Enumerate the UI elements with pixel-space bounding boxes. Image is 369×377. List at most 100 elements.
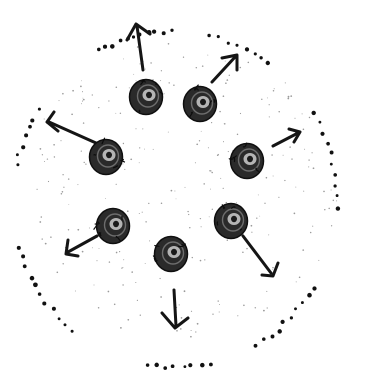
pencil-speck bbox=[310, 232, 312, 234]
pencil-speck bbox=[124, 169, 125, 170]
pencil-speck bbox=[122, 267, 123, 268]
pencil-speck bbox=[290, 95, 292, 97]
pencil-speck bbox=[291, 158, 292, 159]
pencil-speck bbox=[44, 118, 45, 119]
boundary-dot bbox=[326, 142, 330, 146]
boundary-dot bbox=[235, 44, 238, 47]
pencil-speck bbox=[211, 172, 213, 174]
pencil-speck bbox=[161, 70, 162, 71]
arrow-head bbox=[47, 112, 58, 131]
pencil-speck bbox=[168, 43, 170, 45]
pencil-speck bbox=[240, 67, 242, 69]
pencil-speck bbox=[269, 116, 270, 117]
pencil-speck bbox=[268, 234, 269, 235]
pencil-speck bbox=[302, 249, 304, 251]
boundary-dot bbox=[290, 316, 293, 319]
pencil-speck bbox=[328, 208, 330, 210]
pencil-speck bbox=[131, 271, 133, 273]
pencil-speck bbox=[240, 113, 241, 114]
pencil-speck bbox=[59, 100, 60, 101]
ring-icon bbox=[153, 237, 187, 272]
boundary-dot bbox=[262, 337, 266, 341]
boundary-dot bbox=[301, 301, 304, 304]
boundary-dot bbox=[30, 118, 34, 122]
boundary-dot bbox=[97, 48, 101, 52]
pencil-speck bbox=[139, 147, 140, 148]
pencil-speck bbox=[223, 188, 224, 189]
arrow-down-left-icon bbox=[66, 236, 97, 256]
pencil-speck bbox=[264, 203, 265, 204]
boundary-dot bbox=[200, 363, 205, 368]
pencil-speck bbox=[75, 291, 76, 292]
pencil-speck bbox=[140, 315, 141, 316]
boundary-dot bbox=[154, 363, 158, 367]
pencil-speck bbox=[139, 63, 140, 64]
ring-icon bbox=[184, 85, 217, 122]
boundary-dot bbox=[312, 286, 316, 290]
pencil-speck bbox=[195, 162, 196, 163]
pencil-speck bbox=[89, 228, 90, 229]
pencil-speck bbox=[68, 229, 69, 230]
pencil-speck bbox=[80, 86, 82, 88]
pencil-speck bbox=[211, 122, 212, 123]
ring-core bbox=[247, 156, 253, 162]
pencil-speck bbox=[36, 189, 37, 190]
pencil-speck bbox=[123, 143, 124, 144]
pencil-speck bbox=[294, 118, 295, 119]
ring-scribble bbox=[224, 207, 225, 209]
boundary-dot bbox=[23, 264, 27, 268]
ring-icon bbox=[215, 204, 248, 239]
pencil-speck bbox=[61, 193, 63, 195]
pencil-speck bbox=[302, 113, 303, 114]
pencil-speck bbox=[42, 154, 43, 155]
pencil-speck bbox=[197, 323, 199, 325]
pencil-speck bbox=[248, 62, 250, 64]
arrow-shaft bbox=[243, 236, 271, 273]
pencil-speck bbox=[218, 154, 219, 155]
pencil-speck bbox=[251, 232, 252, 233]
ring-icon bbox=[130, 80, 164, 115]
pencil-speck bbox=[142, 128, 143, 129]
pencil-speck bbox=[116, 252, 118, 254]
pencil-speck bbox=[153, 149, 154, 150]
pencil-speck bbox=[256, 218, 257, 219]
pencil-speck bbox=[225, 61, 226, 62]
boundary-dot bbox=[52, 307, 56, 311]
pencil-speck bbox=[148, 203, 149, 204]
pencil-speck bbox=[63, 187, 64, 188]
pencil-speck bbox=[296, 281, 297, 282]
pencil-speck bbox=[308, 159, 309, 160]
pencil-speck bbox=[171, 190, 173, 192]
boundary-dot bbox=[163, 366, 167, 370]
pencil-speck bbox=[71, 113, 73, 115]
pencil-speck bbox=[202, 65, 204, 67]
ring-core bbox=[146, 92, 152, 98]
arrow-shaft bbox=[49, 122, 96, 143]
pencil-speck bbox=[220, 178, 221, 179]
pencil-speck bbox=[207, 55, 208, 56]
pencil-speck bbox=[188, 214, 189, 215]
arrow-shaft bbox=[212, 56, 236, 82]
pencil-speck bbox=[195, 331, 196, 332]
pencil-speck bbox=[229, 75, 230, 76]
boundary-dot bbox=[259, 56, 262, 59]
pencil-speck bbox=[261, 99, 262, 100]
pencil-speck bbox=[145, 263, 146, 264]
pencil-speck bbox=[223, 141, 224, 142]
pencil-speck bbox=[122, 164, 123, 165]
boundary-dot bbox=[16, 153, 19, 156]
pencil-speck bbox=[287, 98, 289, 100]
boundary-dot bbox=[16, 163, 19, 166]
pencil-speck bbox=[237, 134, 238, 135]
velocity-arrows bbox=[47, 24, 300, 328]
pencil-speck bbox=[278, 197, 279, 198]
pencil-speck bbox=[139, 213, 140, 214]
pencil-speck bbox=[115, 113, 116, 114]
pencil-speck bbox=[183, 57, 184, 58]
pencil-speck bbox=[127, 210, 129, 212]
boundary-dot bbox=[227, 42, 230, 45]
pencil-speck bbox=[267, 307, 268, 308]
boundary-dot bbox=[38, 292, 42, 296]
pencil-speck bbox=[324, 209, 325, 210]
